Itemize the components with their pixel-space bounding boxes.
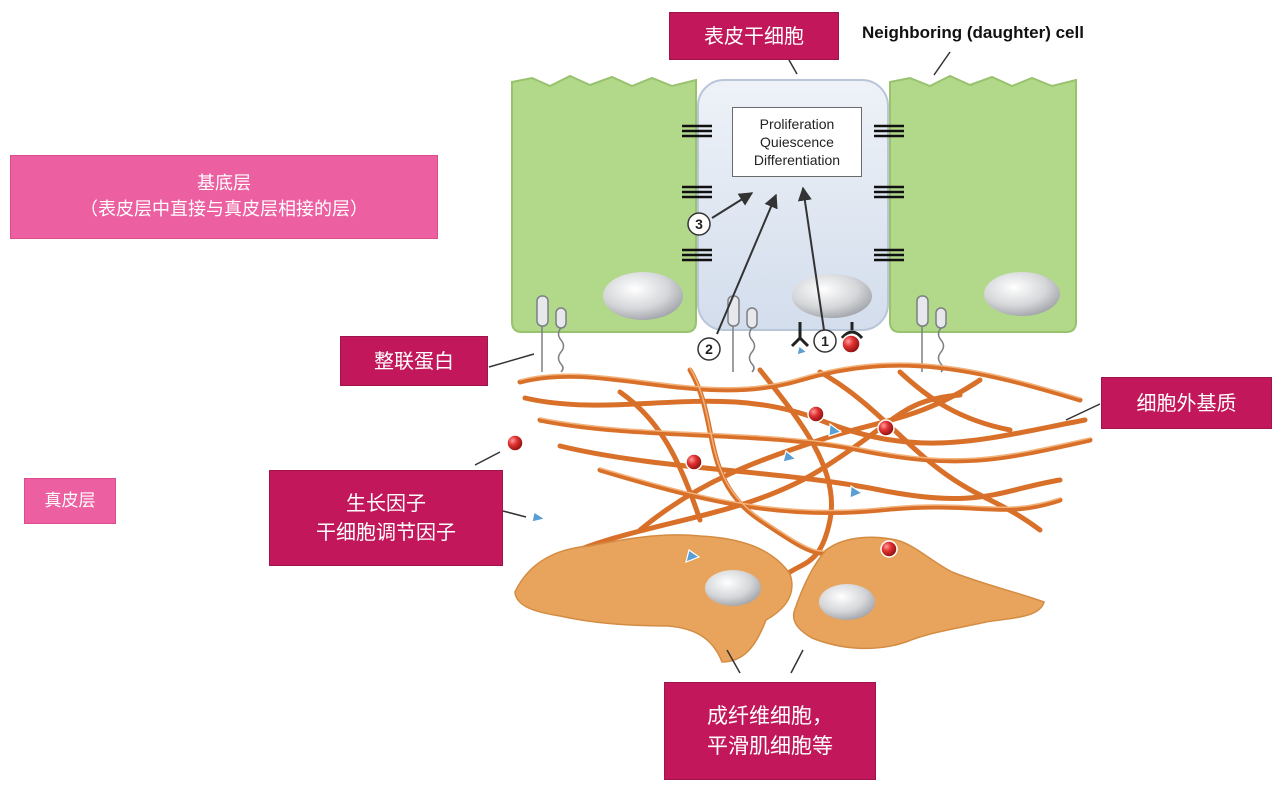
label-fibroblasts: 成纤维细胞， 平滑肌细胞等: [664, 682, 876, 780]
cell-fate-box: Proliferation Quiescence Differentiation: [732, 107, 862, 177]
state-quiescence: Quiescence: [760, 133, 834, 150]
neighbor-cell-right: [889, 74, 1077, 333]
leader-lines: [474, 51, 1101, 674]
nucleus-stem: [792, 274, 872, 318]
fibroblast-nucleus-right: [819, 584, 875, 620]
label-epidermal-stem-cell: 表皮干细胞: [669, 12, 839, 60]
marker-2: 2: [697, 337, 721, 361]
cell-junctions: [682, 124, 904, 262]
label-growth-factors: 生长因子 干细胞调节因子: [269, 470, 503, 566]
integrin-receptors: [536, 295, 947, 373]
fibroblast-left: [514, 534, 793, 663]
signal-arrows: [711, 186, 825, 335]
marker-1: 1: [813, 329, 837, 353]
marker-3: 3: [687, 212, 711, 236]
stem-cell-regulators: [531, 344, 864, 563]
label-basal-layer: 基底层 （表皮层中直接与真皮层相接的层）: [10, 155, 438, 239]
state-differentiation: Differentiation: [753, 152, 841, 169]
label-dermis: 真皮层: [24, 478, 116, 524]
fibroblast-right: [792, 536, 1045, 650]
label-extracellular-matrix: 细胞外基质: [1101, 377, 1272, 429]
label-integrin: 整联蛋白: [340, 336, 488, 386]
svg-text:2: 2: [705, 341, 713, 357]
fibroblast-nucleus-left: [705, 570, 761, 606]
neighbor-cell-left: [511, 74, 697, 333]
svg-text:3: 3: [695, 216, 703, 232]
growth-factors: [506, 334, 898, 558]
nucleus-right: [984, 272, 1060, 316]
state-proliferation: Proliferation: [759, 115, 835, 132]
svg-text:1: 1: [821, 333, 829, 349]
membrane-receptors: [790, 322, 864, 348]
nucleus-left: [603, 272, 683, 320]
label-neighboring-cell: Neighboring (daughter) cell: [862, 23, 1084, 42]
